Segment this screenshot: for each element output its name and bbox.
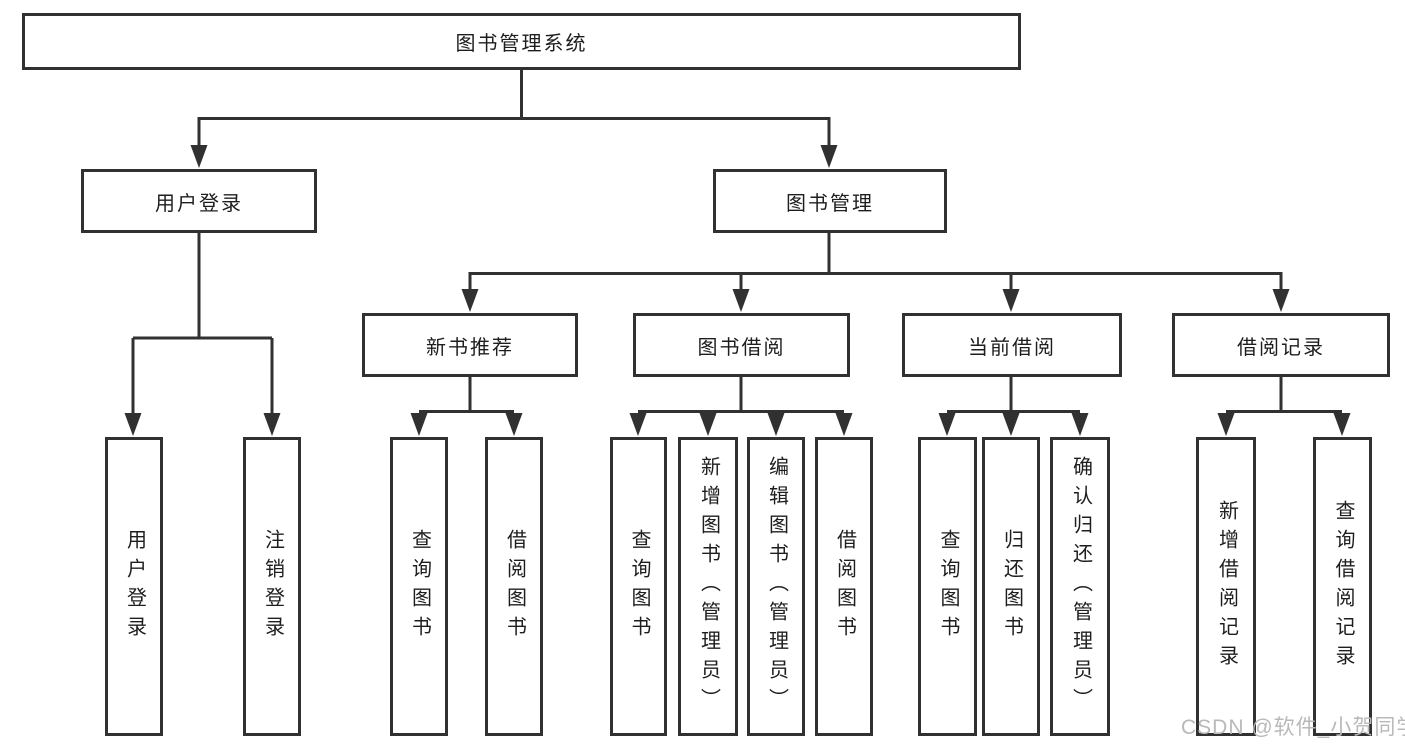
node-root-label: 图书管理系统 [455, 33, 588, 55]
leaf-br-add-record-label: 新增借阅记录 [1215, 499, 1238, 674]
csdn-watermark: CSDN @软件_小贺同学 [1181, 716, 1405, 739]
leaf-nbr-borrow-books-label: 借阅图书 [503, 528, 526, 645]
arrow-to-nbr-query [410, 413, 428, 436]
leaf-bb-borrow-books: 借阅图书 [815, 437, 873, 736]
arrow-to-nbr-borrow [505, 413, 523, 436]
arrow-to-cb-return [1002, 413, 1020, 436]
arrow-to-bb-add [699, 413, 717, 436]
connector-borrowrecord-to-leaves [1226, 377, 1342, 413]
leaf-user-login: 用户登录 [105, 437, 163, 736]
node-user-login: 用户登录 [81, 169, 317, 233]
connector-bookborrow-to-leaves [638, 377, 844, 413]
arrow-to-new-book-rec [461, 289, 479, 312]
arrow-to-leaf-user-login [124, 413, 142, 436]
connector-newbookrec-to-leaves [419, 377, 514, 413]
connector-currentborrow-to-leaves [947, 377, 1080, 413]
arrow-to-current-borrow [1002, 289, 1020, 312]
node-user-login-label: 用户登录 [155, 192, 243, 215]
arrow-to-book-borrow [732, 289, 750, 312]
leaf-bb-add-books: 新增图书（管理员） [678, 437, 738, 736]
arrow-to-borrow-record [1272, 289, 1290, 312]
arrow-to-cb-confirm [1071, 413, 1089, 436]
leaf-cb-confirm-return-label: 确认归还（管理员） [1069, 456, 1092, 717]
leaf-cb-query-books: 查询图书 [918, 437, 977, 736]
arrow-to-bb-borrow [835, 413, 853, 436]
arrow-to-book-mgmt [820, 145, 838, 168]
node-book-mgmt: 图书管理 [713, 169, 947, 233]
leaf-br-query-record-label: 查询借阅记录 [1332, 499, 1354, 674]
node-book-borrow-label: 图书借阅 [697, 336, 786, 359]
leaf-logout-label: 注销登录 [261, 528, 284, 645]
arrow-to-user-login [190, 145, 208, 168]
leaf-cb-return-books: 归还图书 [982, 437, 1040, 736]
node-new-book-rec: 新书推荐 [362, 313, 578, 377]
arrowheads [124, 145, 1351, 436]
arrow-to-cb-query [938, 413, 956, 436]
leaf-nbr-borrow-books: 借阅图书 [485, 437, 543, 736]
node-borrow-record: 借阅记录 [1172, 313, 1390, 377]
arrow-to-bb-query [629, 413, 647, 436]
leaf-cb-return-books-label: 归还图书 [1000, 528, 1023, 645]
leaf-br-add-record: 新增借阅记录 [1196, 437, 1256, 736]
leaf-bb-query-books: 查询图书 [610, 437, 667, 736]
leaf-br-query-record: 查询借阅记录 [1313, 437, 1372, 736]
arrow-to-br-query [1333, 413, 1351, 436]
leaf-bb-edit-books-label: 编辑图书（管理员） [765, 456, 788, 717]
node-new-book-rec-label: 新书推荐 [426, 336, 514, 359]
node-root: 图书管理系统 [22, 13, 1021, 70]
leaf-bb-borrow-books-label: 借阅图书 [833, 528, 856, 645]
leaf-nbr-query-books: 查询图书 [390, 437, 448, 736]
leaf-nbr-query-books-label: 查询图书 [408, 528, 431, 645]
leaf-user-login-label: 用户登录 [123, 528, 146, 645]
leaf-cb-confirm-return: 确认归还（管理员） [1050, 437, 1110, 736]
leaf-bb-edit-books: 编辑图书（管理员） [747, 437, 805, 736]
leaf-cb-query-books-label: 查询图书 [937, 528, 959, 645]
node-current-borrow: 当前借阅 [902, 313, 1122, 377]
node-book-borrow: 图书借阅 [633, 313, 850, 377]
arrow-to-br-add [1217, 413, 1235, 436]
arrow-to-leaf-logout [263, 413, 281, 436]
connector-userlogin-to-leaves [131, 233, 274, 416]
arrow-to-bb-edit [767, 413, 785, 436]
node-current-borrow-label: 当前借阅 [968, 336, 1056, 359]
connector-root-to-level2 [197, 70, 831, 148]
connector-bookmgmt-to-level3 [468, 233, 1283, 292]
node-borrow-record-label: 借阅记录 [1237, 336, 1325, 359]
node-book-mgmt-label: 图书管理 [786, 192, 874, 215]
leaf-logout: 注销登录 [243, 437, 301, 736]
leaf-bb-query-books-label: 查询图书 [628, 528, 650, 645]
leaf-bb-add-books-label: 新增图书（管理员） [697, 456, 720, 717]
